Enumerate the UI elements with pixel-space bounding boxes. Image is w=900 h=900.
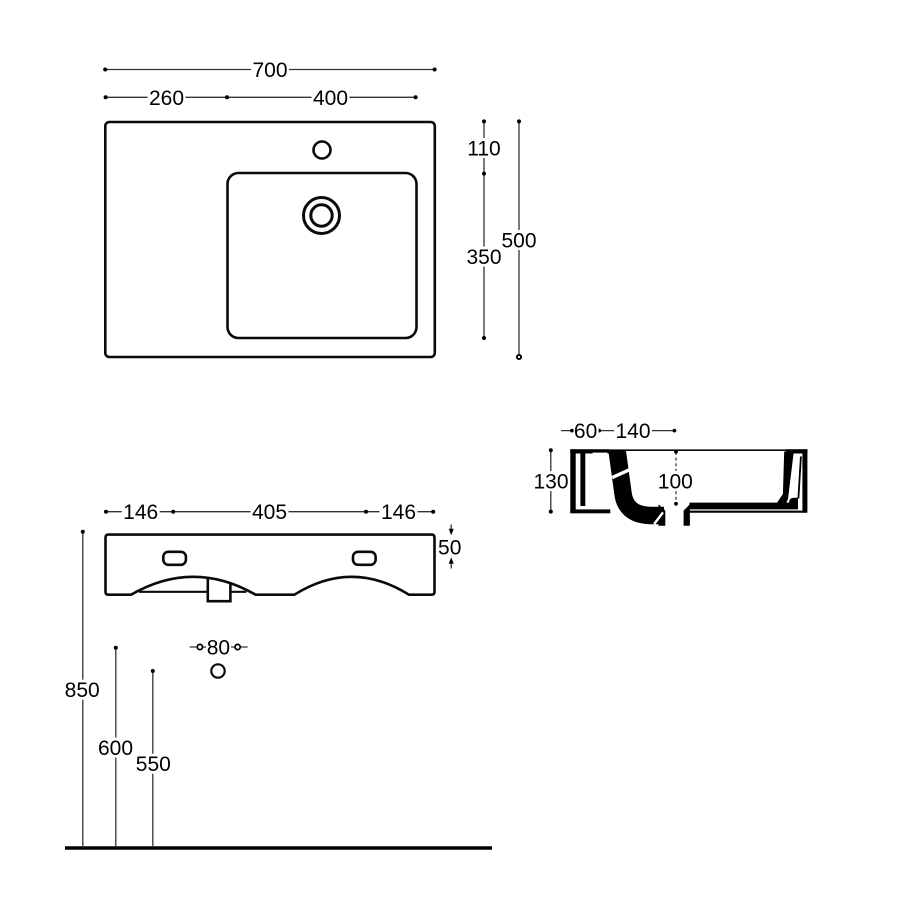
svg-text:100: 100: [658, 471, 693, 494]
svg-text:400: 400: [313, 87, 348, 110]
svg-text:110: 110: [467, 138, 500, 161]
svg-text:140: 140: [615, 420, 650, 443]
svg-text:146: 146: [123, 501, 158, 524]
svg-text:130: 130: [533, 471, 568, 494]
svg-text:80: 80: [207, 637, 230, 660]
svg-text:700: 700: [252, 59, 287, 82]
svg-text:550: 550: [136, 753, 171, 776]
svg-text:405: 405: [252, 501, 287, 524]
svg-text:500: 500: [501, 230, 536, 253]
svg-text:260: 260: [149, 87, 184, 110]
svg-text:60: 60: [574, 420, 597, 443]
svg-text:146: 146: [381, 501, 416, 524]
svg-text:600: 600: [98, 737, 133, 760]
svg-text:850: 850: [65, 679, 100, 702]
svg-text:50: 50: [438, 537, 461, 560]
svg-text:350: 350: [466, 246, 501, 269]
